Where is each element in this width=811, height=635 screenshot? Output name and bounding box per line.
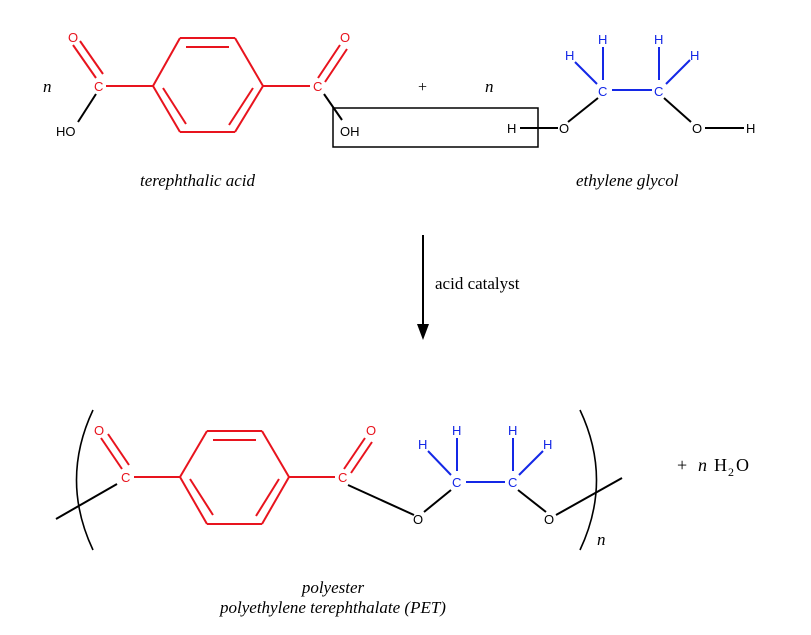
label-polyester: polyester [301, 578, 365, 597]
ring-bond [234, 37, 264, 87]
water-byproduct: + n H 2 O [677, 455, 749, 479]
ring-bond [152, 37, 181, 87]
arrow-head [417, 324, 429, 340]
ring-double-bond [189, 478, 214, 516]
atom-ho-left: HO [56, 124, 76, 139]
atom-c: C [654, 84, 663, 99]
atom-o-left: O [559, 121, 569, 136]
pet-red-bonds [100, 430, 373, 525]
glycol-atoms: H H H H C C H O O H [507, 32, 755, 136]
atom-c: C [338, 470, 347, 485]
atom-o: O [544, 512, 554, 527]
pet-black-bonds [55, 477, 623, 520]
carbonyl-right [317, 44, 341, 79]
atom-c: C [452, 475, 461, 490]
carbonyl-right [343, 437, 366, 470]
bracket-right [579, 409, 598, 551]
c-oh-bond-left [77, 93, 97, 123]
atom-c: C [508, 475, 517, 490]
byproduct-coefficient: n [698, 455, 707, 475]
coefficient-right: n [485, 77, 494, 96]
water-h: H [714, 455, 727, 475]
ring-bond [234, 85, 264, 133]
atom-o: O [413, 512, 423, 527]
bracket-left [75, 409, 94, 551]
ch-bond [427, 450, 452, 476]
atom-h: H [690, 48, 699, 63]
terephthalic-bonds [72, 37, 348, 133]
label-pet: polyethylene terephthalate (PET) [219, 598, 446, 617]
ring-double-bond [255, 478, 280, 517]
ring-double-bond [228, 87, 254, 126]
atom-c: C [121, 470, 130, 485]
byproduct-plus: + [677, 455, 687, 475]
atom-oh-right: OH [340, 124, 360, 139]
ring-bond [261, 476, 290, 525]
ch-bond [518, 450, 544, 476]
ethylene-glycol-structure: H H H H C C H O O H ethylene glycol [507, 32, 755, 190]
oc-bond-left [567, 97, 599, 123]
ring-bond [152, 85, 181, 133]
repeat-subscript-n: n [597, 530, 606, 549]
c-o-ester-bond [347, 484, 415, 516]
glycol-black-bonds [520, 97, 744, 129]
terephthalic-black-bonds [77, 93, 343, 123]
ch-bond [665, 59, 691, 85]
atom-o-right: O [340, 30, 350, 45]
pet-atoms: O C O C H H H H C C O O [94, 423, 554, 527]
chain-end-right [555, 477, 623, 516]
water-subscript-2: 2 [728, 465, 734, 479]
atom-o-left: O [68, 30, 78, 45]
carbonyl-left [100, 437, 123, 470]
atom-c: C [598, 84, 607, 99]
atom-h-left: H [507, 121, 516, 136]
plus-sign: + [418, 79, 427, 96]
atom-h: H [418, 437, 427, 452]
atom-c-right: C [313, 79, 322, 94]
pet-structure: n [55, 409, 749, 617]
ring-double-bond [162, 87, 187, 125]
atom-h: H [565, 48, 574, 63]
label-terephthalic-acid: terephthalic acid [140, 171, 256, 190]
chain-end-left [55, 483, 118, 520]
carbonyl-left-2 [107, 433, 130, 466]
atom-o: O [94, 423, 104, 438]
c-o-bond [517, 489, 547, 513]
arrow-label-acid-catalyst: acid catalyst [435, 274, 520, 293]
reaction-arrow: acid catalyst [417, 235, 520, 340]
coefficient-left: n [43, 77, 52, 96]
atom-o-right: O [692, 121, 702, 136]
terephthalic-acid-structure: O C HO O C OH n terephthalic acid [43, 30, 360, 190]
atom-o: O [366, 423, 376, 438]
atom-h-right: H [746, 121, 755, 136]
ring-bond [261, 430, 290, 478]
carbonyl-left-2 [79, 40, 104, 75]
atom-h: H [452, 423, 461, 438]
atom-c-left: C [94, 79, 103, 94]
atom-h: H [508, 423, 517, 438]
carbonyl-left [72, 44, 97, 79]
terephthalic-atoms: O C HO O C OH [56, 30, 360, 139]
atom-h: H [654, 32, 663, 47]
atom-h: H [598, 32, 607, 47]
pet-blue-bonds [427, 438, 544, 483]
water-o: O [736, 455, 749, 475]
c-oh-bond-right [323, 93, 343, 121]
atom-h: H [543, 437, 552, 452]
carbonyl-right-2 [350, 441, 373, 474]
ch-bond [574, 61, 598, 85]
ring-bond [179, 430, 208, 478]
glycol-bonds [574, 47, 691, 91]
ring-bond [179, 476, 208, 525]
co-bond-right [663, 97, 692, 123]
label-ethylene-glycol: ethylene glycol [576, 171, 679, 190]
carbonyl-right-2 [324, 48, 348, 83]
o-c-bond [423, 489, 452, 513]
